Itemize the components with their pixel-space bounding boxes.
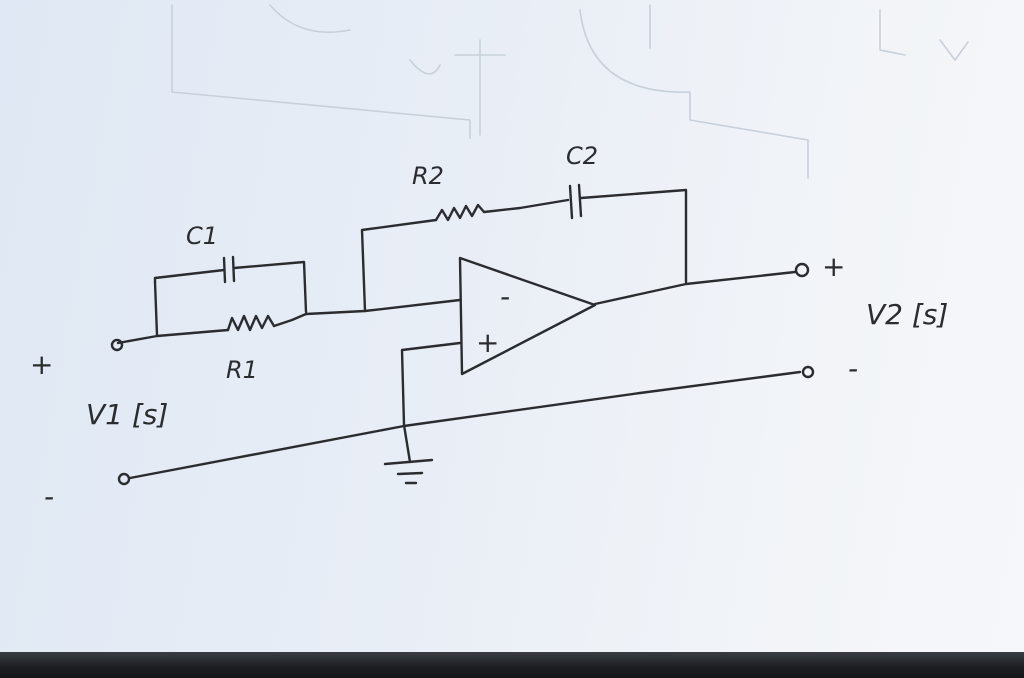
c1-wire-left	[153, 268, 226, 284]
summing-node-wire	[304, 298, 462, 316]
output-signal-label: V2 [s]	[866, 298, 948, 331]
label-r1: R1	[226, 356, 258, 384]
output-minus-terminal	[801, 365, 815, 379]
r2-c2-wire	[482, 198, 570, 214]
ground-line-2	[396, 471, 424, 476]
noninverting-wire	[400, 341, 462, 464]
c2-plate-left	[568, 184, 574, 220]
c2-plate-right	[577, 183, 583, 218]
opamp-symbol	[458, 256, 597, 376]
c1-plate-left	[222, 256, 227, 284]
r1-wire-left	[116, 328, 230, 345]
common-return-line	[128, 370, 802, 480]
opamp-minus-sign: -	[500, 280, 510, 313]
feedback-left-vertical	[360, 218, 438, 313]
bleed-through-marks	[171, 4, 969, 179]
output-plus-terminal	[794, 262, 810, 278]
c1-wire-right	[232, 260, 308, 314]
c1-left-vertical	[153, 280, 159, 337]
r1-wire-right	[272, 312, 308, 328]
opamp-plus-sign: +	[476, 326, 499, 359]
desk-edge	[0, 652, 1024, 678]
input-signal-label: V1 [s]	[86, 398, 168, 431]
r2-resistor	[434, 203, 486, 222]
input-minus-sign: -	[44, 480, 54, 513]
output-wire	[593, 270, 797, 306]
input-minus-terminal	[117, 472, 131, 486]
c2-wire-right	[579, 188, 688, 284]
ground-line-1	[383, 458, 434, 466]
label-r2: R2	[412, 162, 444, 190]
label-c1: C1	[186, 222, 218, 250]
input-plus-sign: +	[30, 348, 53, 381]
output-plus-sign: +	[822, 250, 845, 283]
label-c2: C2	[566, 142, 598, 170]
r1-resistor	[226, 314, 276, 332]
input-plus-terminal	[110, 338, 124, 352]
output-minus-sign: -	[848, 352, 858, 385]
